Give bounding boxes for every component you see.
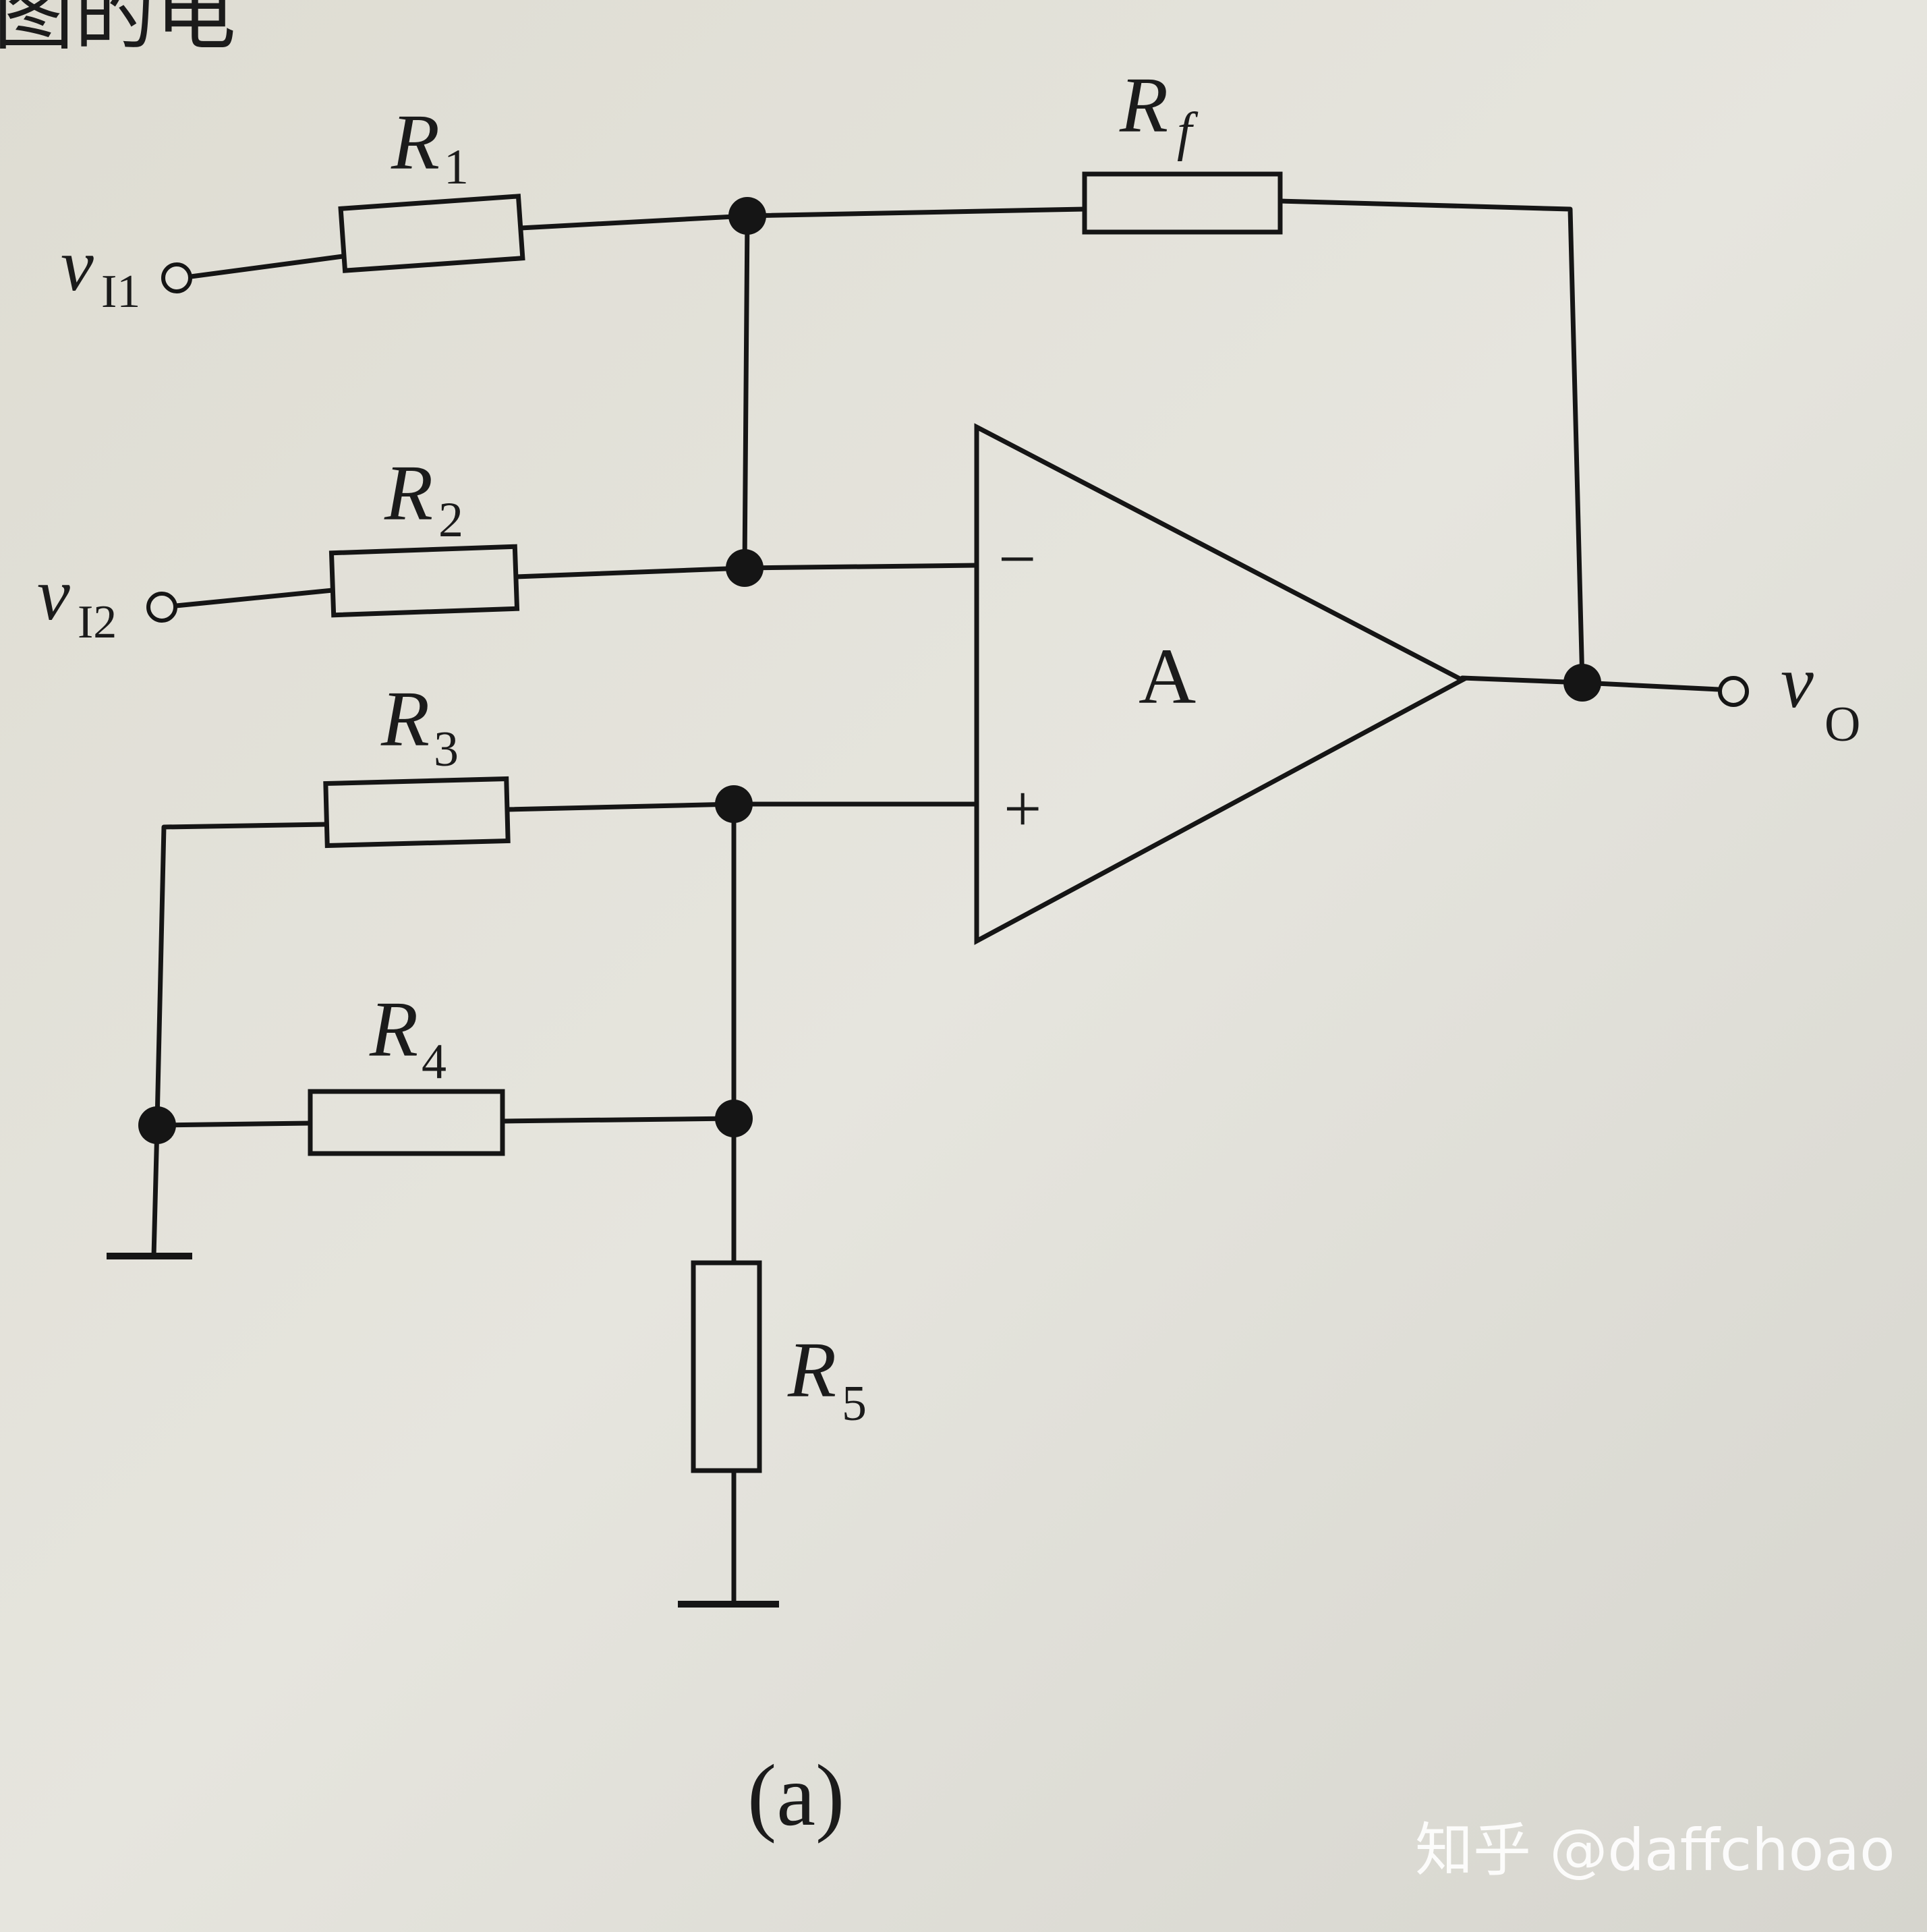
svg-text:v: v [37,553,70,635]
label-vi1: v I1 [61,224,140,318]
label-r2: R 2 [384,449,463,548]
resistor-r3 [323,776,511,849]
node-inverting [726,549,764,587]
label-vo: v O [1781,641,1860,752]
opamp-minus-sign: − [998,521,1036,596]
opamp-label: A [1139,632,1196,720]
resistor-r1 [338,194,525,273]
svg-text:1: 1 [444,140,469,195]
svg-text:R: R [384,449,433,537]
node-r4-left [138,1106,176,1144]
terminal-vi1 [161,262,192,293]
header-fragment: 图的电 [0,0,236,59]
node-noninverting [715,785,753,823]
opamp-plus-sign: + [1004,771,1041,846]
wire-top-node-rf [745,206,1087,219]
figure-caption: (a) [747,1747,844,1844]
svg-text:3: 3 [434,722,459,777]
junction-nodes [138,197,1601,1144]
wire-r1-top-node [518,213,750,231]
resistor-r5 [691,1260,762,1473]
svg-text:v: v [61,224,94,306]
wire-r4-node [500,1116,737,1124]
wire-vi2-r2 [173,588,335,608]
wire-top-to-inverting [742,213,750,571]
label-r1: R 1 [391,98,469,195]
wire-r2-inv-node [513,565,747,579]
opamp [974,423,1468,945]
svg-text:R: R [369,985,418,1073]
grounds [107,1253,779,1608]
label-r4: R 4 [369,985,447,1089]
label-r3: R 3 [380,675,459,777]
svg-text:4: 4 [422,1034,447,1089]
wire-r3-noninv-node [505,801,737,812]
node-r4-right [715,1100,753,1137]
svg-text:I2: I2 [78,596,117,648]
wire-inv-node-opamp [742,563,979,571]
terminals [146,262,1749,707]
svg-text:O: O [1824,697,1860,752]
terminal-vi2 [146,592,177,623]
wire-left-ground [151,1123,160,1259]
svg-text:5: 5 [842,1376,867,1431]
svg-text:R: R [380,675,430,763]
resistor-r2 [328,544,520,618]
svg-text:R: R [787,1326,836,1414]
opamp-triangle [974,423,1468,945]
svg-text:R: R [1119,61,1168,149]
resistor-r4 [308,1089,505,1156]
svg-text:I1: I1 [101,266,140,318]
label-vi2: v I2 [37,553,117,648]
wire-ground-r3 [154,822,329,1124]
label-r5: R 5 [787,1326,867,1431]
watermark: 知乎 @daffchoao [1415,1817,1895,1884]
node-top [728,197,766,235]
resistors [308,171,1283,1473]
wire-left-node-r4 [154,1120,313,1128]
wire-rf-output [1277,198,1585,685]
terminal-vo [1718,676,1749,707]
svg-text:2: 2 [438,492,463,548]
node-output [1563,664,1601,702]
resistor-rf [1082,171,1283,235]
svg-text:v: v [1781,641,1814,723]
svg-text:R: R [391,98,440,186]
wire-vi1-r1 [188,254,345,279]
